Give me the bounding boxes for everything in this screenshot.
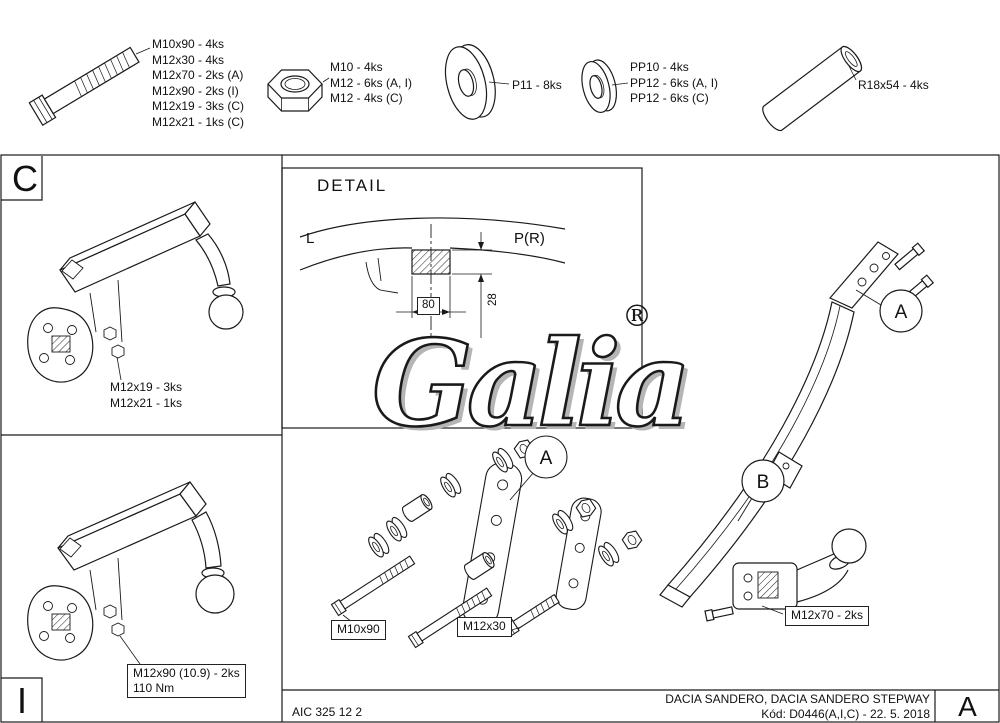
bolt-spec-line: M12x70 - 2ks (A) (152, 68, 244, 82)
section-c-bolt-label: M12x19 - 3ks (110, 380, 183, 394)
towbar-c-drawing (27, 201, 244, 383)
revision-letter: A (958, 691, 977, 722)
callout-a-letter: A (895, 302, 908, 323)
towbar-i-drawing (27, 481, 235, 665)
bolt-spec-line: M10x90 - 4ks (152, 37, 225, 51)
galia-logo-text: Galia (372, 314, 685, 453)
hardware-nut-drawing (267, 69, 330, 112)
section-c-letter: C (12, 158, 38, 199)
section-i-torque-label: M12x90 (10.9) - 2ks (133, 666, 240, 680)
small-washer-spec-line: PP12 - 6ks (A, I) (630, 75, 719, 90)
m12x30-label-box: M12x30 (457, 617, 512, 637)
crossbar-drawing (659, 241, 935, 622)
section-i-letter: I (17, 680, 28, 721)
callout-b-letter: B (757, 472, 770, 493)
small-washer-spec-list: PP10 - 4ks PP12 - 6ks (A, I) PP12 - 6ks … (630, 60, 718, 107)
bolt-spec-line: M12x21 - 1ks (C) (152, 114, 245, 129)
doc-number: AIC 325 12 2 (292, 705, 363, 719)
m10x90-label-box: M10x90 (331, 620, 386, 640)
frame-lines (0, 154, 1000, 723)
m12x70-label-box: M12x70 - 2ks (785, 606, 870, 626)
hardware-washer-drawing (444, 44, 510, 120)
callout-a-circle (855, 289, 923, 333)
section-c-bolt-labels: M12x19 - 3ks M12x21 - 1ks (110, 380, 182, 411)
callout-b-circle (737, 459, 785, 522)
galia-logo-shadow: Galia (377, 318, 690, 457)
registered-mark-icon: ® (622, 299, 652, 334)
exploded-assembly-drawing (330, 435, 644, 649)
title-block-right: DACIA SANDERO, DACIA SANDERO STEPWAY Kód… (560, 692, 930, 722)
exploded-callout-a-letter: A (540, 448, 553, 469)
sleeve-spec-label: R18x54 - 4ks (858, 78, 929, 92)
hardware-bolt-drawing (28, 46, 151, 126)
exploded-callout-a-circle (509, 435, 568, 501)
detail-dim-depth: 28 (487, 293, 499, 306)
galia-logo: Galia Galia ® (371, 299, 697, 457)
nut-spec-line: M12 - 6ks (A, I) (330, 75, 413, 90)
detail-right-zone-label: P(R) (514, 230, 545, 247)
washer-spec-label: P11 - 8ks (512, 78, 562, 92)
nut-spec-line: M10 - 4ks (330, 60, 383, 74)
nut-spec-list: M10 - 4ks M12 - 6ks (A, I) M12 - 4ks (C) (330, 60, 412, 107)
bolt-spec-line: M12x30 - 4ks (152, 52, 225, 67)
nut-spec-line: M12 - 4ks (C) (330, 91, 403, 105)
bolt-spec-line: M12x90 - 2ks (I) (152, 83, 239, 98)
detail-left-zone-label: L (306, 230, 315, 247)
small-washer-spec-line: PP12 - 6ks (C) (630, 91, 709, 105)
section-i-torque-value: 110 Nm (133, 681, 175, 695)
detail-drawing (299, 217, 566, 342)
document-code: Kód: D0446(A,I,C) - 22. 5. 2018 (761, 707, 930, 721)
bolt-spec-line: M12x19 - 3ks (C) (152, 99, 245, 113)
hardware-sleeve-drawing (762, 45, 863, 132)
section-i-torque-box: M12x90 (10.9) - 2ks 110 Nm (127, 664, 246, 698)
small-washer-spec-line: PP10 - 4ks (630, 60, 689, 74)
detail-title: DETAIL (317, 176, 388, 195)
hardware-small-washer-drawing (581, 59, 629, 114)
vehicle-name: DACIA SANDERO, DACIA SANDERO STEPWAY (665, 692, 930, 706)
section-c-bolt-label: M12x21 - 1ks (110, 395, 183, 410)
detail-dim-width: 80 (417, 297, 440, 315)
bolt-spec-list: M10x90 - 4ks M12x30 - 4ks M12x70 - 2ks (… (152, 37, 244, 130)
